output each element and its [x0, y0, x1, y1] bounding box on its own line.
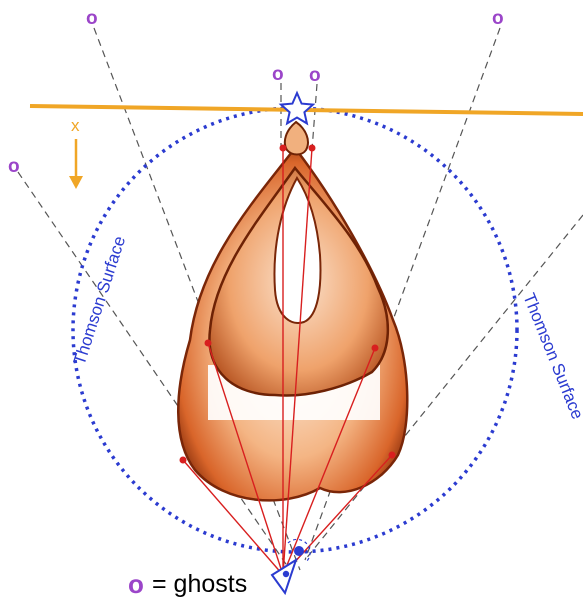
- ray-endpoint: [280, 145, 287, 152]
- legend: o = ghosts: [128, 569, 247, 599]
- legend-ghost-symbol: o: [128, 569, 144, 599]
- surface-label-left: Thomson Surface: [70, 234, 130, 367]
- ghost-label: o: [8, 156, 20, 177]
- arrow-down-icon: [69, 139, 83, 189]
- ghost-label: o: [272, 64, 284, 85]
- legend-text: = ghosts: [152, 570, 247, 598]
- ray-endpoint: [309, 145, 316, 152]
- ray-endpoint: [205, 340, 212, 347]
- ray-endpoint: [180, 457, 187, 464]
- star-icon: [281, 93, 313, 123]
- ray-endpoint: [372, 345, 379, 352]
- x-axis-label: x: [71, 116, 80, 135]
- ghost-label: o: [309, 65, 321, 86]
- plasma-top-droplet: [285, 122, 308, 155]
- ghost-label: o: [492, 8, 504, 29]
- surface-label-right: Thomson Surface: [519, 290, 583, 422]
- ray-endpoint: [389, 452, 396, 459]
- sightline: [312, 84, 317, 150]
- ghost-label: o: [86, 8, 98, 29]
